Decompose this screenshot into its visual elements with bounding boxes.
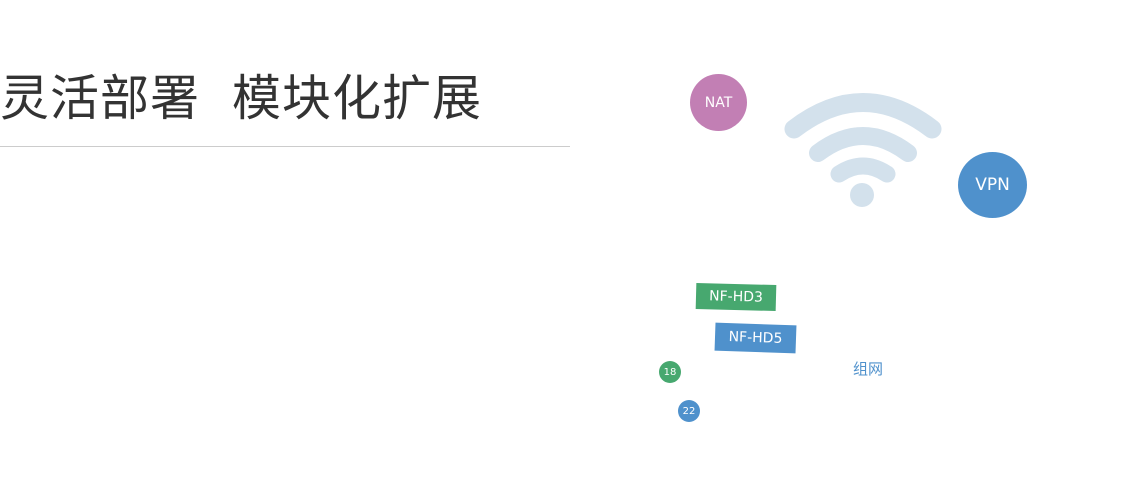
module-tag-label: NF-HD3 bbox=[708, 288, 764, 306]
title-part-modular-expansion: 模块化扩展 bbox=[232, 70, 483, 127]
vpn-label: VPN bbox=[975, 175, 1010, 195]
count-dot-18: 18 bbox=[659, 361, 681, 383]
nat-label: NAT bbox=[704, 94, 733, 111]
nat-badge: NAT bbox=[690, 74, 747, 131]
module-tag-nf-hd5: NF-HD5 bbox=[714, 322, 797, 354]
dot-number: 22 bbox=[682, 405, 696, 417]
dot-number: 18 bbox=[663, 366, 677, 378]
count-dot-22: 22 bbox=[678, 400, 700, 422]
wifi-icon bbox=[780, 88, 946, 214]
module-tag-label: NF-HD5 bbox=[728, 329, 783, 347]
title-part-flexible-deployment: 灵活部署 bbox=[0, 70, 201, 127]
vpn-badge: VPN bbox=[958, 152, 1027, 218]
page-title: 灵活部署模块化扩展 bbox=[0, 72, 482, 126]
networking-label: 组网 bbox=[853, 360, 884, 378]
module-tag-nf-hd3: NF-HD3 bbox=[695, 282, 777, 312]
title-divider bbox=[0, 146, 570, 147]
